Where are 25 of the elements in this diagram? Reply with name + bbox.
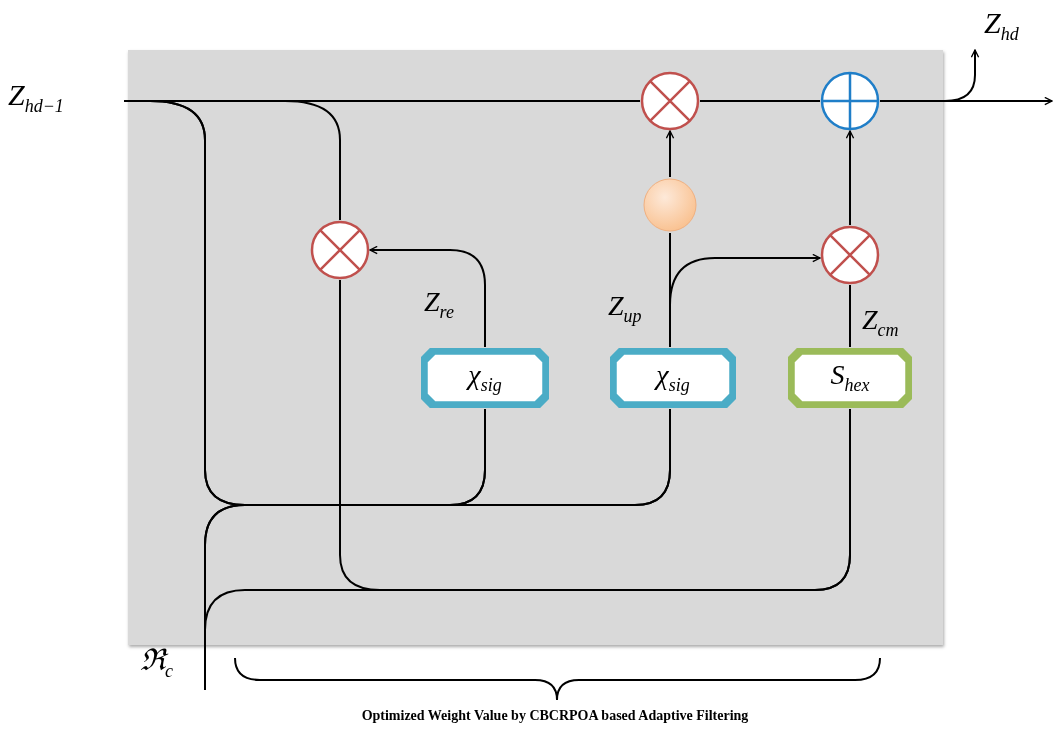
multiply-circle [820, 225, 880, 285]
edge-label: Z$_{re}$ [424, 288, 454, 321]
arrow [369, 245, 486, 348]
arrow [665, 130, 675, 178]
edge-label: Z$_{cm}$ [862, 306, 899, 339]
multiply-circle [640, 71, 700, 131]
gate-box [787, 347, 913, 409]
cell-background [128, 50, 943, 645]
arrow [669, 253, 821, 348]
gate-label: χ$_{sig}$ [465, 361, 503, 394]
gate-label: S$_{hex}$ [829, 361, 871, 394]
activation-circle [642, 177, 698, 233]
connector-line [699, 100, 821, 102]
caption: Optimized Weight Value by CBCRPOA based Adaptive Filtering [360, 707, 750, 725]
multiply-circle [310, 220, 370, 280]
signal-label: Z$_{hd−1}$ [8, 80, 124, 124]
gate-label: χ$_{sig}$ [653, 361, 691, 394]
add-circle [820, 71, 880, 131]
connector-line [849, 284, 851, 348]
signal-label: Z$_{hd}$ [968, 8, 1048, 50]
gate-box [420, 347, 550, 409]
gate-box [609, 347, 737, 409]
arrow [845, 130, 855, 226]
edge-label: Z$_{up}$ [608, 292, 642, 325]
signal-label: ℜ$_{c}$ [140, 645, 205, 695]
